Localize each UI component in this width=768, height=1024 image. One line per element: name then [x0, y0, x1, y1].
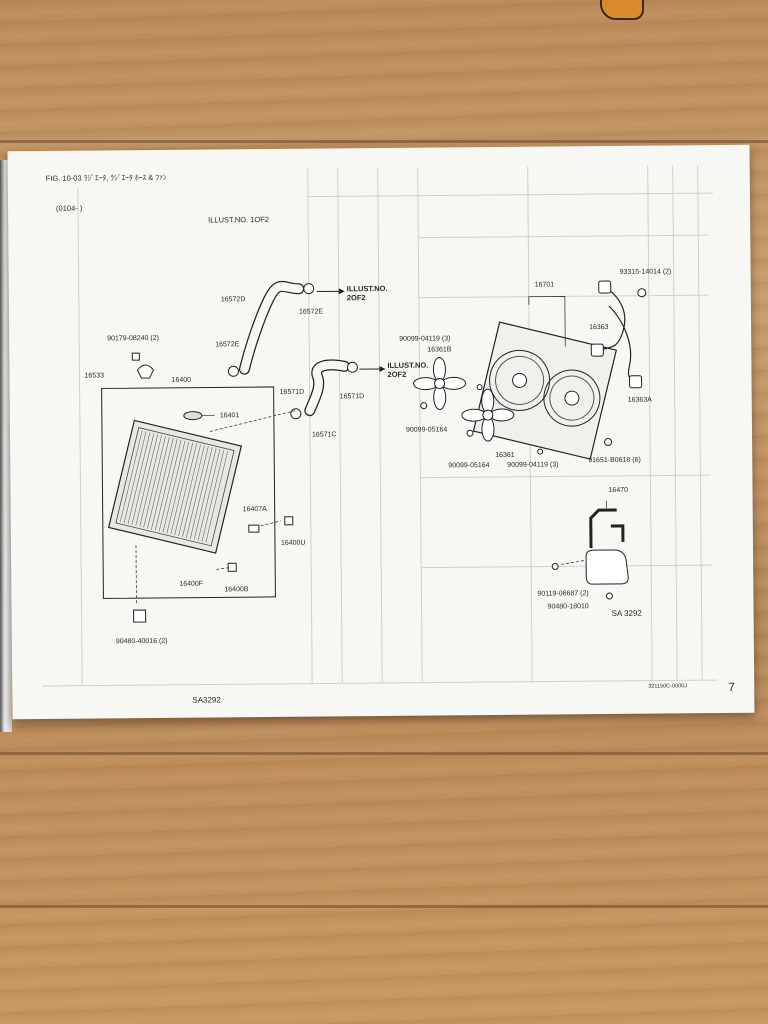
fan-blade-16361	[461, 388, 515, 442]
reservoir-clip	[605, 592, 613, 600]
fan-blade-16361B	[413, 356, 467, 410]
plank-seam	[0, 140, 768, 143]
coolant-reservoir	[585, 508, 629, 585]
part-label-90480-40016: 90480-40016 (2)	[116, 638, 168, 645]
bolt	[476, 384, 483, 391]
part-label-16407A: 16407A	[243, 506, 268, 513]
part-label-16571C: 16571C	[312, 431, 337, 438]
part-label-16361: 16361	[495, 452, 515, 459]
radiator	[107, 419, 243, 554]
part-label-16572E-top: 16572E	[299, 308, 324, 315]
radiator-cap	[183, 411, 203, 421]
drain-plug	[248, 524, 260, 533]
hose-clamp	[290, 408, 302, 420]
nut	[420, 402, 428, 410]
part-label-16533: 16533	[84, 372, 104, 379]
part-label-90099-04119-top: 90099-04119 (3)	[399, 335, 450, 342]
part-label-16400F: 16400F	[179, 581, 203, 588]
illust-ref-lower-line2: 2OF2	[387, 370, 406, 379]
ref-arrowhead	[379, 366, 386, 373]
sa-code-bottom: SA3292	[192, 695, 221, 704]
part-label-90099-05164-bottom: 90099-05164	[448, 462, 489, 469]
part-label-16361B: 16361B	[427, 346, 452, 353]
catalog-page: FIG. 10-03 ﾗｼﾞｴｰﾀ, ﾗｼﾞｴｰﾀ ﾎｰｽ & ﾌｧﾝ (010…	[7, 144, 755, 720]
illust-number: ILLUST.NO. 1OF2	[208, 215, 269, 225]
orange-object	[600, 0, 644, 20]
part-label-90099-04119-bottom: 90099-04119 (3)	[507, 461, 558, 468]
dashed-leaders	[135, 410, 587, 606]
part-label-16701: 16701	[535, 281, 555, 288]
grommet	[604, 438, 613, 447]
part-label-16572E-left: 16572E	[215, 341, 240, 348]
radiator-cushion	[133, 609, 147, 623]
part-label-90119: 90119-06687 (2)	[537, 590, 588, 597]
part-label-93315: 93315-14014 (2)	[620, 268, 672, 275]
part-label-16363: 16363	[589, 324, 609, 331]
plank-seam	[0, 905, 768, 908]
part-label-90179: 90179-08240 (2)	[107, 335, 159, 342]
part-label-16571D-left: 16571D	[280, 389, 305, 396]
part-label-16401: 16401	[220, 412, 240, 419]
part-label-90480-18010: 90480-18010	[548, 603, 589, 610]
parts-diagram: FIG. 10-03 ﾗｼﾞｴｰﾀ, ﾗｼﾞｴｰﾀ ﾎｰｽ & ﾌｧﾝ (010…	[42, 165, 735, 705]
part-label-16363A: 16363A	[628, 397, 653, 404]
bracket-bolt	[131, 352, 140, 361]
ref-arrowhead	[338, 288, 345, 295]
plank-seam	[0, 752, 768, 755]
part-label-16400: 16400	[172, 377, 192, 384]
drain-cock-plug	[227, 562, 237, 572]
nut	[466, 429, 474, 437]
part-label-16400B: 16400B	[224, 586, 249, 593]
fig-title: FIG. 10-03 ﾗｼﾞｴｰﾀ, ﾗｼﾞｴｰﾀ ﾎｰｽ & ﾌｧﾝ	[46, 173, 167, 183]
hose-clamp	[227, 365, 239, 377]
illust-ref-upper-line1: ILLUST.NO.	[347, 284, 388, 293]
fan-shroud	[472, 321, 618, 460]
reservoir-bolt	[551, 562, 559, 570]
radiator-group-box	[101, 386, 276, 599]
clip	[637, 288, 647, 298]
page-number: 7	[728, 680, 735, 694]
bolt	[537, 448, 544, 455]
illust-ref-lower-line1: ILLUST.NO.	[387, 361, 428, 370]
hose-clamp	[303, 283, 315, 295]
part-label-91651: 91651-B0618 (6)	[588, 457, 641, 464]
part-label-90099-05164-left: 90099-05164	[406, 426, 447, 433]
doc-code: 321150C-0000J	[648, 683, 687, 689]
sa-code-right: SA 3292	[612, 609, 643, 618]
leader-bracket	[528, 296, 566, 347]
fan-connector	[598, 280, 612, 294]
fan-connector	[629, 375, 643, 389]
radiator-support-bracket	[136, 364, 155, 379]
part-label-16572D: 16572D	[221, 296, 246, 303]
date-range: (0104- )	[56, 204, 83, 213]
illust-ref-upper-line2: 2OF2	[347, 293, 366, 302]
hose-clamp	[346, 361, 358, 373]
fan-connector	[590, 343, 604, 357]
part-label-16470: 16470	[608, 487, 628, 494]
part-label-16571D-right: 16571D	[340, 393, 365, 400]
part-label-16400U: 16400U	[281, 540, 306, 547]
drain-cock	[284, 516, 294, 526]
